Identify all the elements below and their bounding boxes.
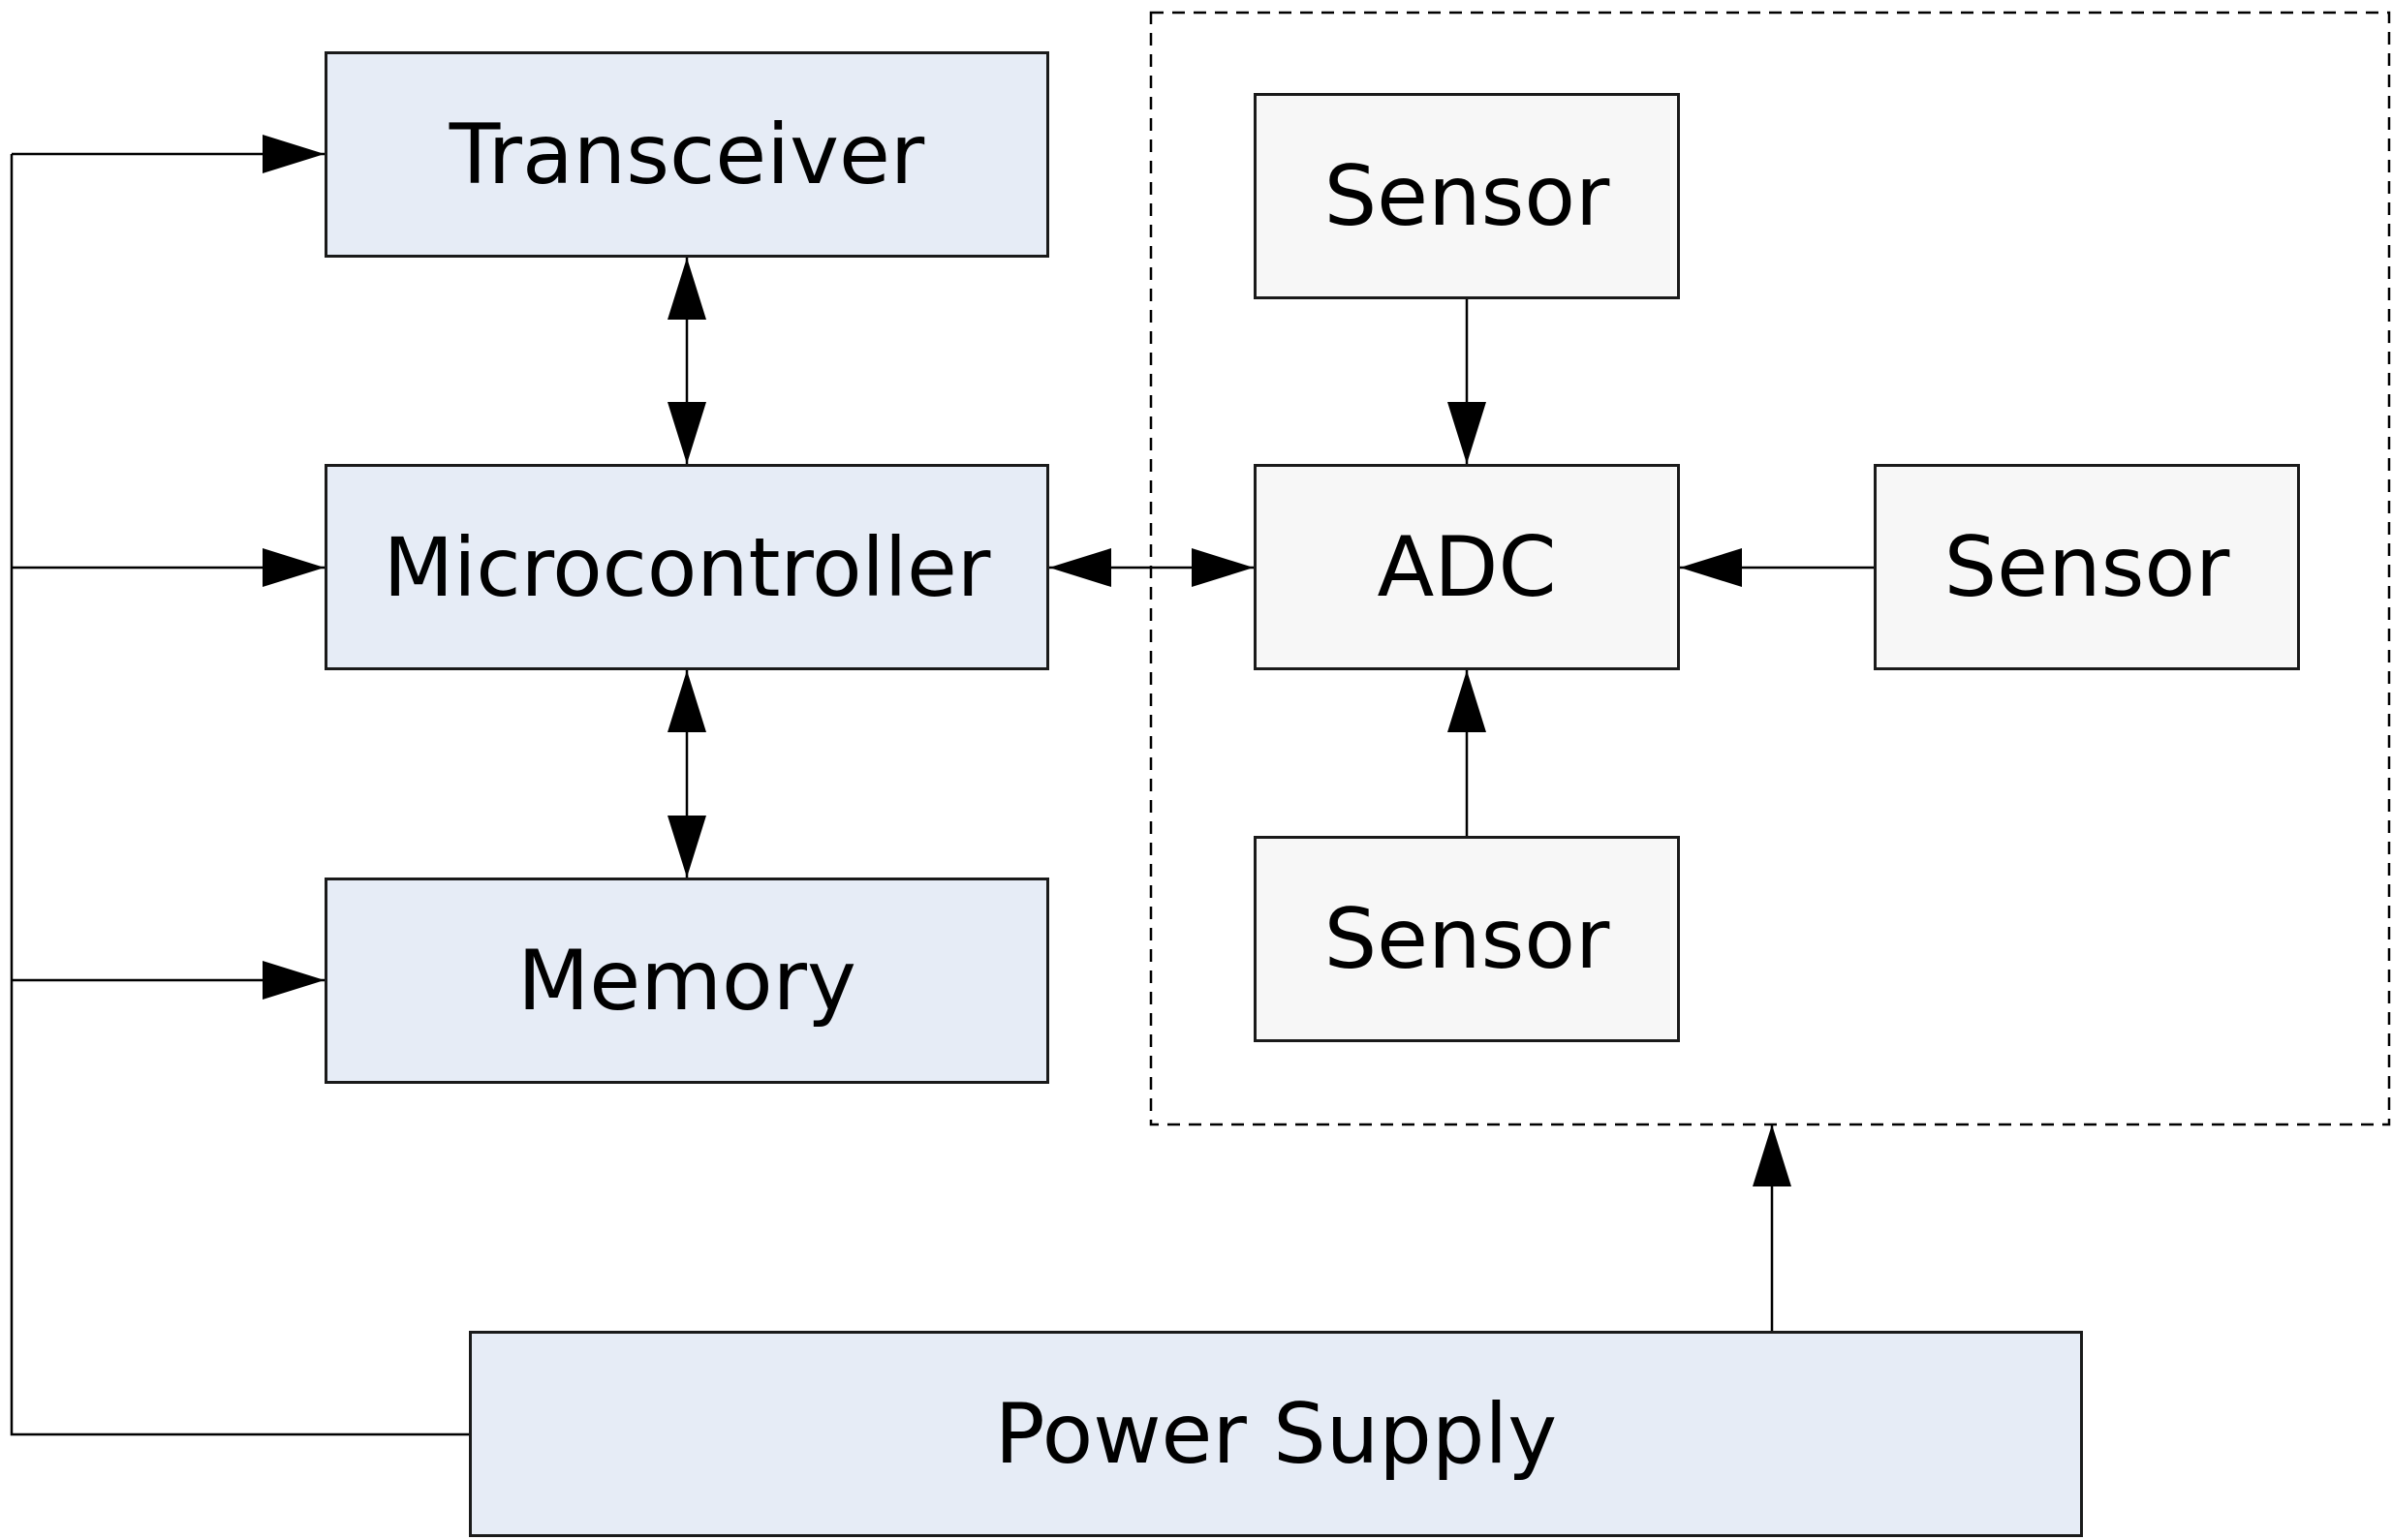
sensor-top-label: Sensor [1323,147,1610,245]
sensor-right-block: Sensor [1874,464,2300,670]
sensor-right-label: Sensor [1943,518,2230,616]
sensor-top-block: Sensor [1254,93,1680,299]
adc-block: ADC [1254,464,1680,670]
power-supply-block: Power Supply [469,1331,2083,1537]
transceiver-label: Transceiver [449,106,925,203]
power-bus-line [10,154,469,1436]
transceiver-block: Transceiver [325,51,1049,258]
sensor-bottom-label: Sensor [1323,890,1610,988]
power-supply-label: Power Supply [994,1385,1558,1483]
sensor-bottom-block: Sensor [1254,836,1680,1042]
microcontroller-label: Microcontroller [383,519,991,615]
memory-label: Memory [517,932,856,1030]
microcontroller-block: Microcontroller [325,464,1049,670]
memory-block: Memory [325,878,1049,1084]
adc-label: ADC [1377,518,1557,616]
